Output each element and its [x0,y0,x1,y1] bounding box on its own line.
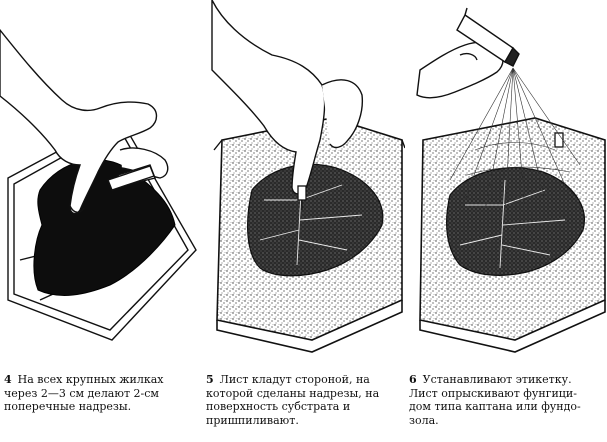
pin-icon [297,185,307,210]
sprayer-icon [456,7,520,67]
step-number: 4 [4,373,12,386]
begonia-leaf [247,163,384,277]
step-5-illustration [211,0,405,353]
step-text: Устанавливают этикетку. Лист опрыскивают… [409,373,581,427]
hand-icon [211,0,364,197]
step-number: 5 [206,373,214,386]
leaf-veins [459,179,566,269]
knife-icon [107,165,155,191]
step-6-illustration [416,7,606,353]
hand-icon [416,41,504,99]
spray-mist [449,67,581,216]
step-number: 6 [409,373,417,386]
step-text: Лист кладут стороной, на которой сделаны… [206,373,380,427]
step-text: На всех крупных жилках через 2—3 см дела… [4,373,164,413]
step-4-illustration [0,28,197,341]
begonia-leaf [33,159,176,296]
